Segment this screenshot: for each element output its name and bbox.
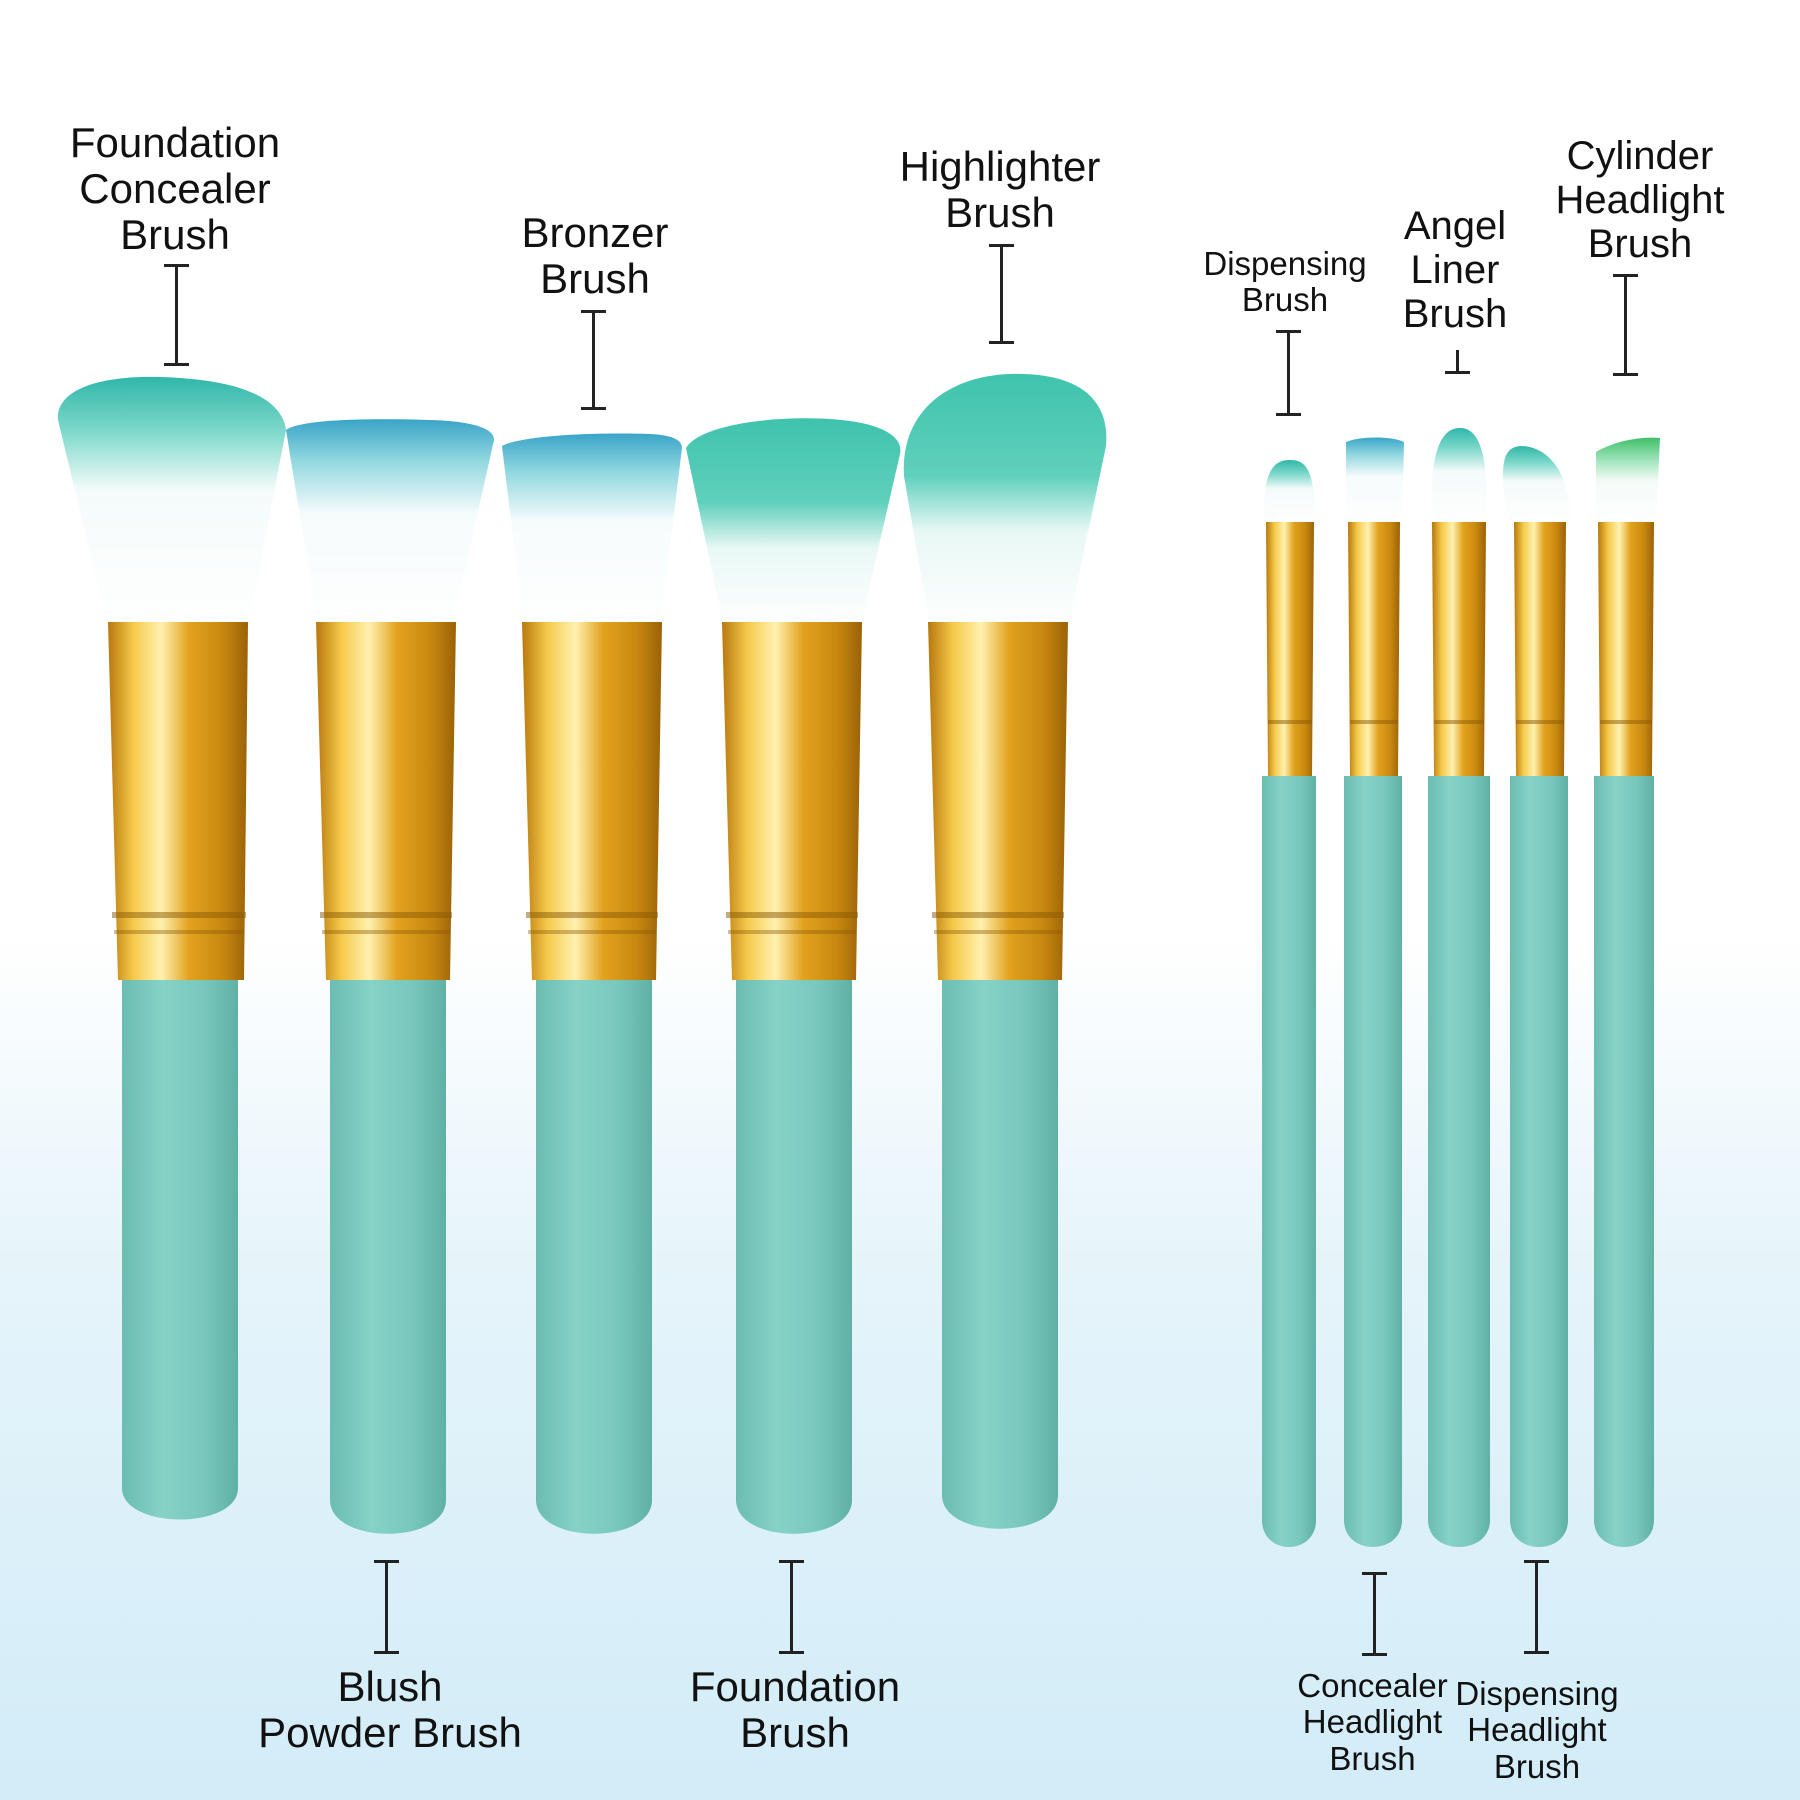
pointer-highlighter (986, 244, 1016, 344)
label-blush-powder-brush: Blush Powder Brush (258, 1663, 522, 1757)
pointer-cylinder-headlight (1610, 274, 1640, 376)
pointer-foundation (776, 1560, 806, 1654)
label-bronzer-brush: Bronzer Brush (521, 209, 669, 303)
brush-concealer-headlight (1344, 437, 1404, 1547)
label-dispensing-headlight-brush: Dispensing Headlight Brush (1455, 1675, 1619, 1785)
pointer-concealer-headlight (1359, 1572, 1389, 1656)
label-foundation-brush: Foundation Brush (689, 1663, 901, 1757)
brush-highlighter (903, 373, 1107, 1529)
label-angel-liner-brush: Angel Liner Brush (1402, 204, 1508, 336)
brush-blush-powder (286, 419, 495, 1534)
label-cylinder-headlight-brush: Cylinder Headlight Brush (1555, 134, 1725, 266)
label-dispensing-brush: Dispensing Brush (1203, 245, 1367, 319)
brush-cylinder-headlight (1594, 437, 1660, 1547)
pointer-foundation-concealer (161, 264, 191, 366)
pointer-bronzer (578, 310, 608, 410)
brush-bronzer (502, 433, 682, 1534)
pointer-dispensing (1273, 330, 1303, 416)
brush-angel-liner (1428, 428, 1490, 1547)
pointer-angel-liner (1442, 350, 1472, 374)
brush-dispensing-headlight (1503, 446, 1571, 1547)
label-highlighter-brush: Highlighter Brush (899, 143, 1101, 237)
label-foundation-concealer-brush: Foundation Concealer Brush (69, 119, 281, 259)
brush-foundation (686, 418, 901, 1534)
pointer-dispensing-headlight (1521, 1560, 1551, 1654)
brush-dispensing (1262, 460, 1316, 1547)
label-concealer-headlight-brush: Concealer Headlight Brush (1297, 1667, 1448, 1777)
brush-foundation-concealer (57, 376, 286, 1520)
pointer-blush-powder (371, 1560, 401, 1654)
